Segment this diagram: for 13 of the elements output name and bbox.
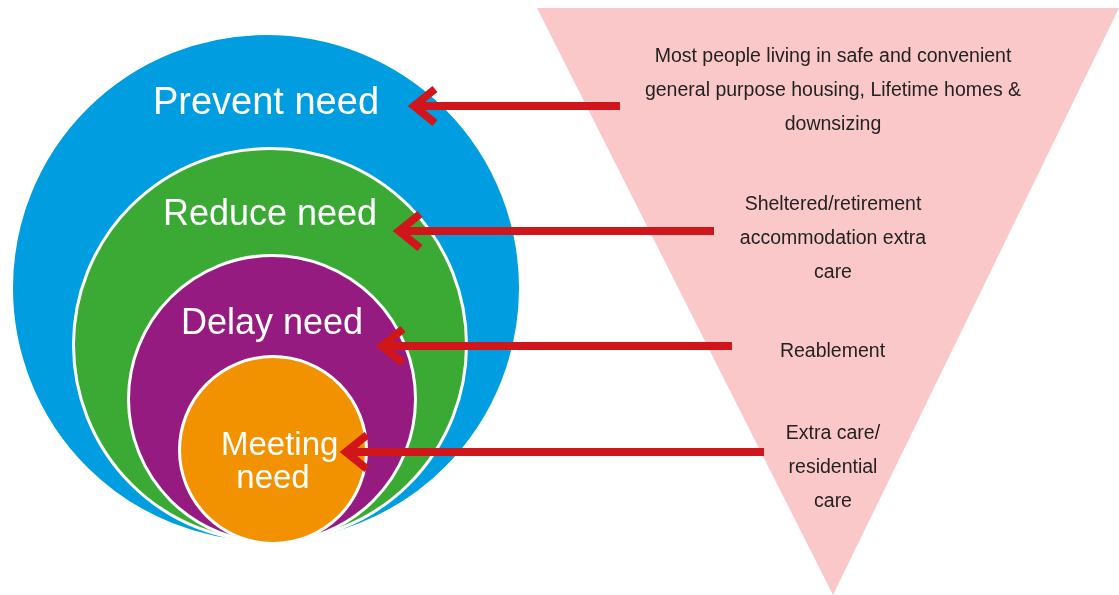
description-text: Extra care/ residential care [772, 415, 894, 517]
circle-title: Reduce need [161, 195, 379, 231]
arrow [378, 325, 732, 367]
arrow [342, 431, 764, 473]
description-text: Reablement [740, 333, 925, 367]
triangle-shape [537, 8, 1119, 595]
circle-title: Prevent need [151, 82, 381, 120]
arrow [410, 85, 620, 127]
arrow [395, 210, 714, 252]
description-text: Sheltered/retirement accommodation extra care [722, 186, 944, 288]
circle-title: Delay need [179, 304, 365, 340]
circle-title: Meeting need [220, 427, 340, 493]
description-text: Most people living in safe and convenient general purpose housing, Lifetime homes & downsizing [628, 38, 1038, 140]
